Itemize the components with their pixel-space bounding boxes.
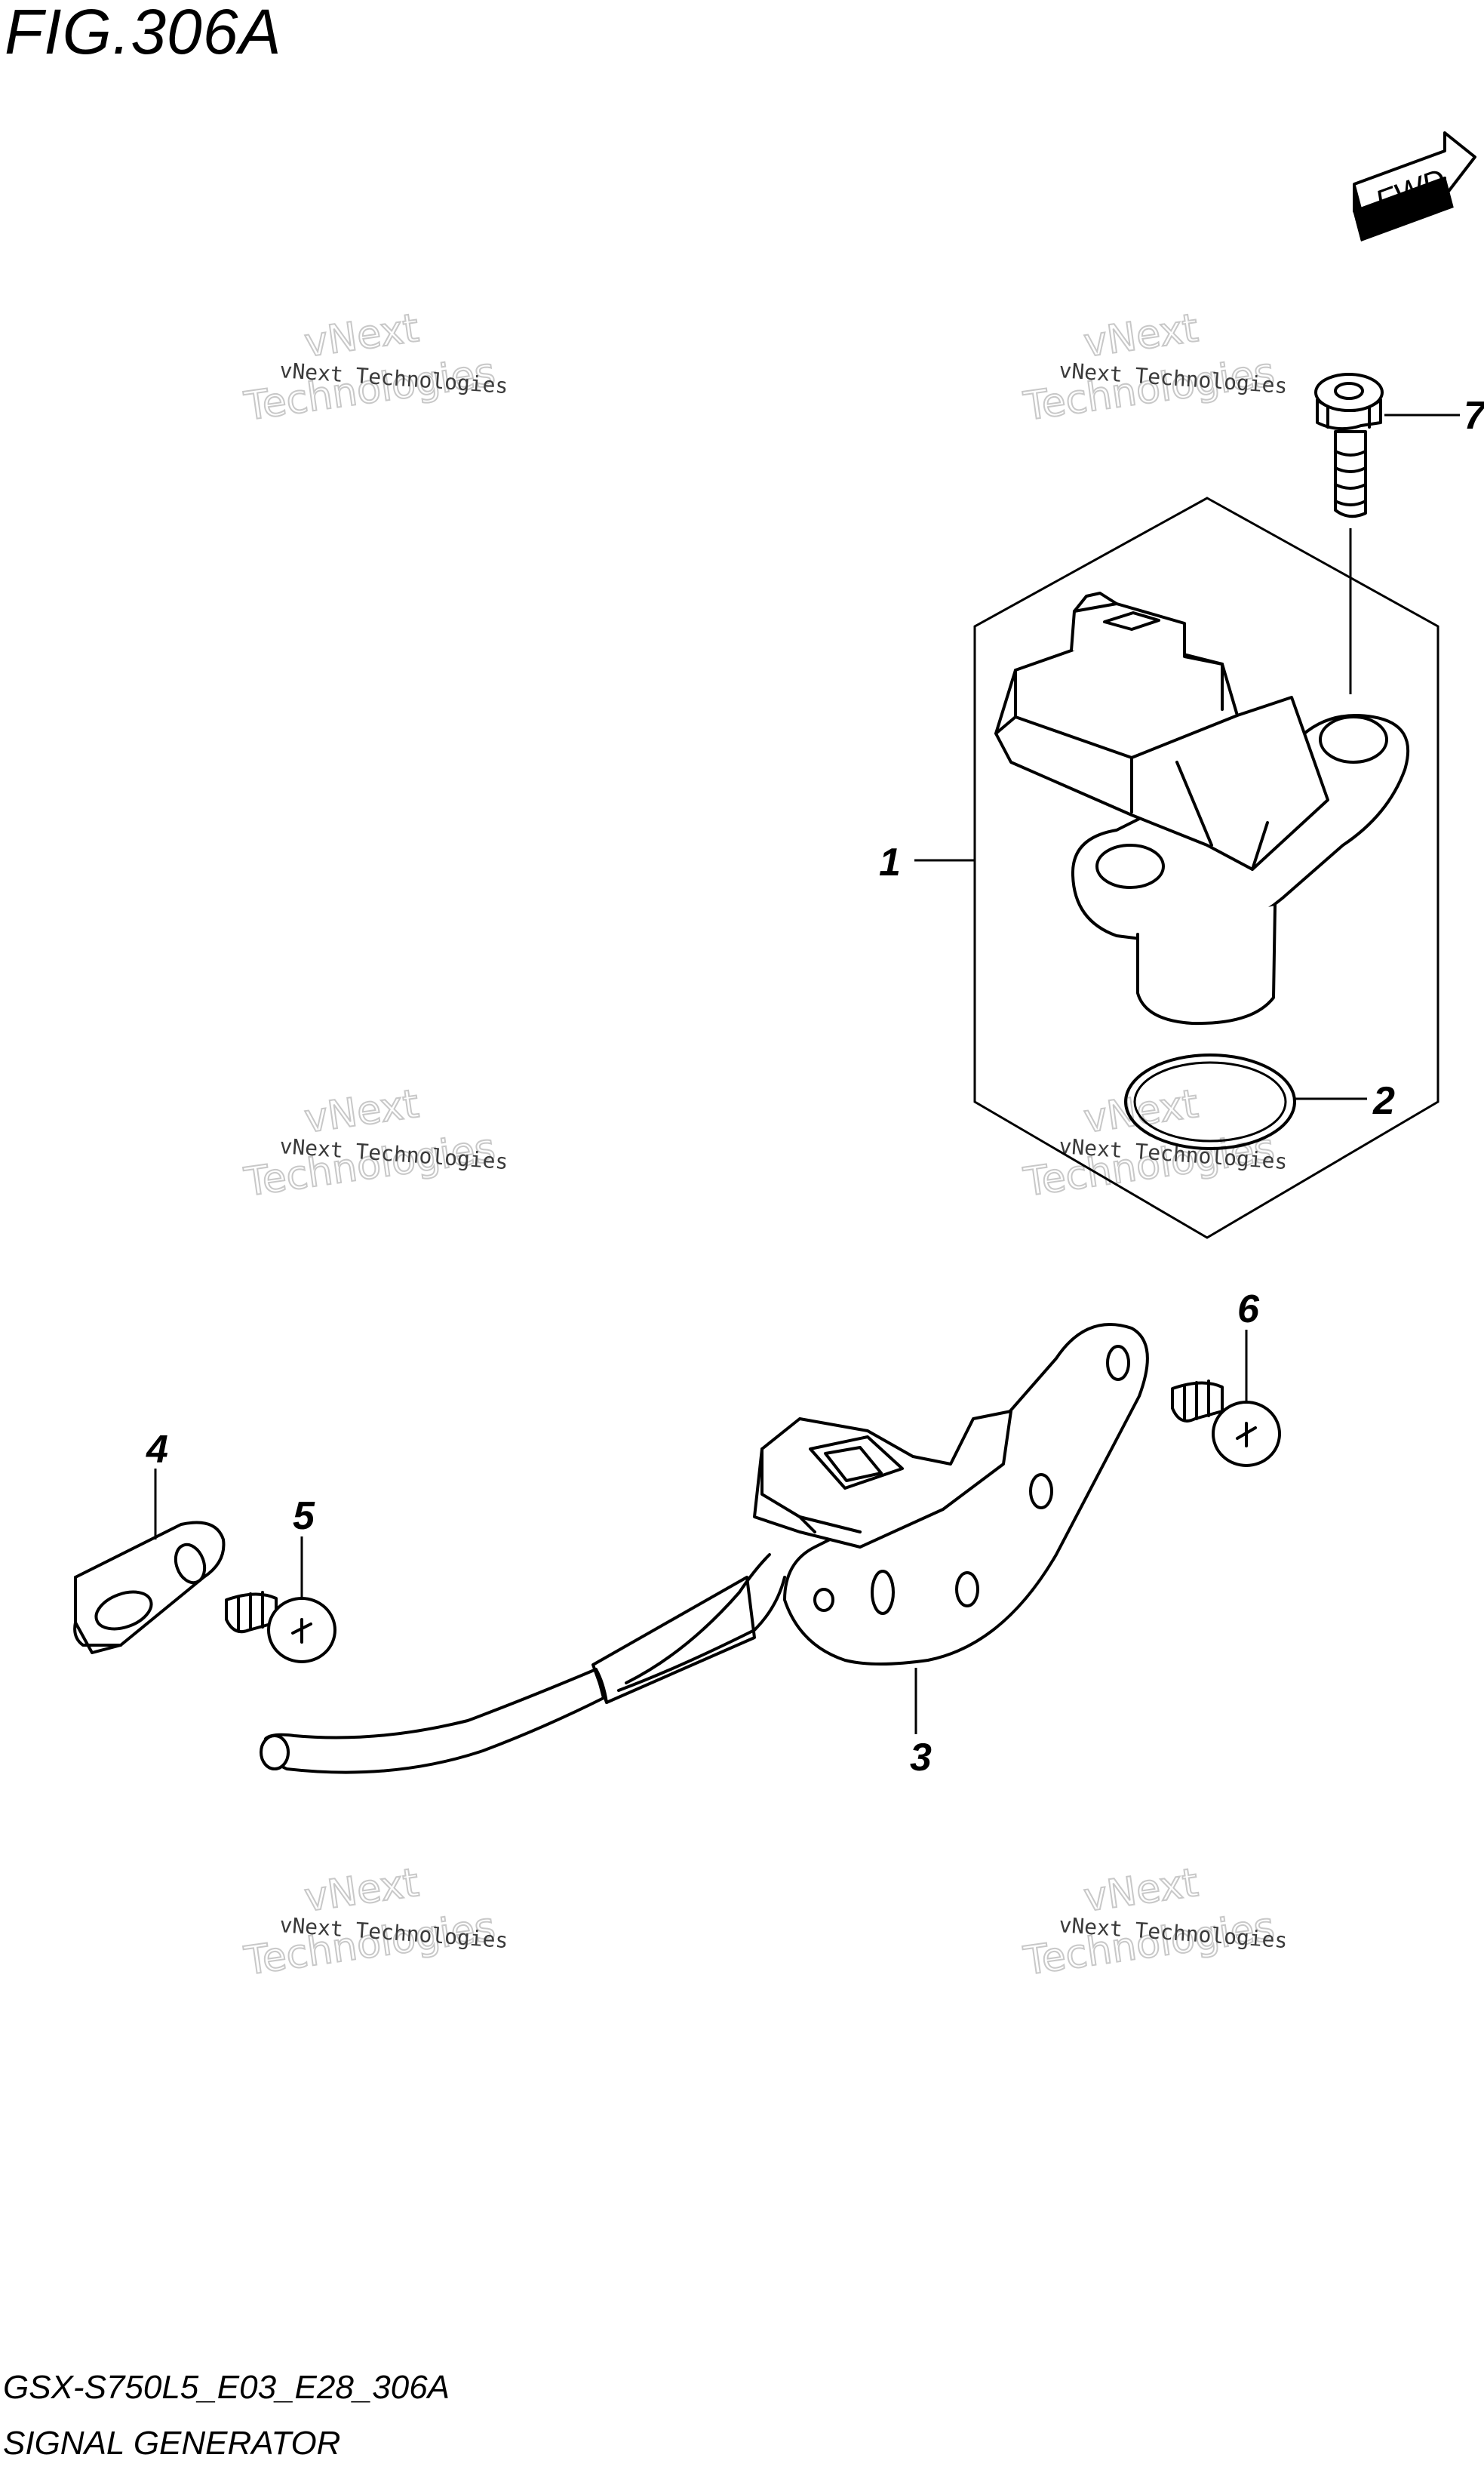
forward-direction-arrow-icon: FWD — [1353, 131, 1476, 241]
callout-2: 2 — [1372, 1079, 1395, 1123]
watermark: vNext Technologies vNext Technologies — [241, 305, 509, 431]
watermark-brand: vNext — [1081, 1081, 1201, 1143]
watermark-brand: vNext — [1081, 306, 1201, 367]
section-name: SIGNAL GENERATOR — [3, 2425, 341, 2462]
watermark-brand: vNext — [302, 1860, 422, 1921]
screw-part-5 — [225, 1591, 336, 1663]
watermark: vNext Technologies vNext Technologies — [1020, 1859, 1289, 1985]
watermark: vNext Technologies vNext Technologies — [1020, 305, 1289, 431]
callout-5: 5 — [293, 1494, 315, 1538]
watermark-brand: vNext — [302, 306, 422, 367]
assembly-kit-outline — [973, 497, 1439, 1239]
callout-1: 1 — [879, 841, 901, 884]
wire-harness-part-3 — [260, 1553, 786, 1774]
clamp-part-4 — [73, 1521, 226, 1654]
callout-6: 6 — [1237, 1287, 1260, 1331]
o-ring-part-2 — [1124, 1053, 1296, 1150]
watermark-brand: vNext — [302, 1081, 422, 1143]
watermark-brand: vNext — [1081, 1860, 1201, 1921]
watermark: vNext Technologies vNext Technologies — [241, 1859, 509, 1985]
model-code: GSX-S750L5_E03_E28_306A — [3, 2369, 450, 2406]
signal-generator-sensor-part-1 — [994, 592, 1410, 1026]
sensor-connector-part-3 — [753, 1410, 1012, 1549]
screw-part-6 — [1171, 1380, 1281, 1467]
callout-4: 4 — [146, 1428, 168, 1472]
bolt-part-7 — [1314, 373, 1384, 518]
bracket-part-3 — [783, 1323, 1149, 1666]
callout-7: 7 — [1464, 394, 1484, 438]
figure-title: FIG.306A — [5, 0, 282, 67]
callout-3: 3 — [910, 1736, 932, 1779]
watermark: vNext Technologies vNext Technologies — [241, 1081, 509, 1207]
